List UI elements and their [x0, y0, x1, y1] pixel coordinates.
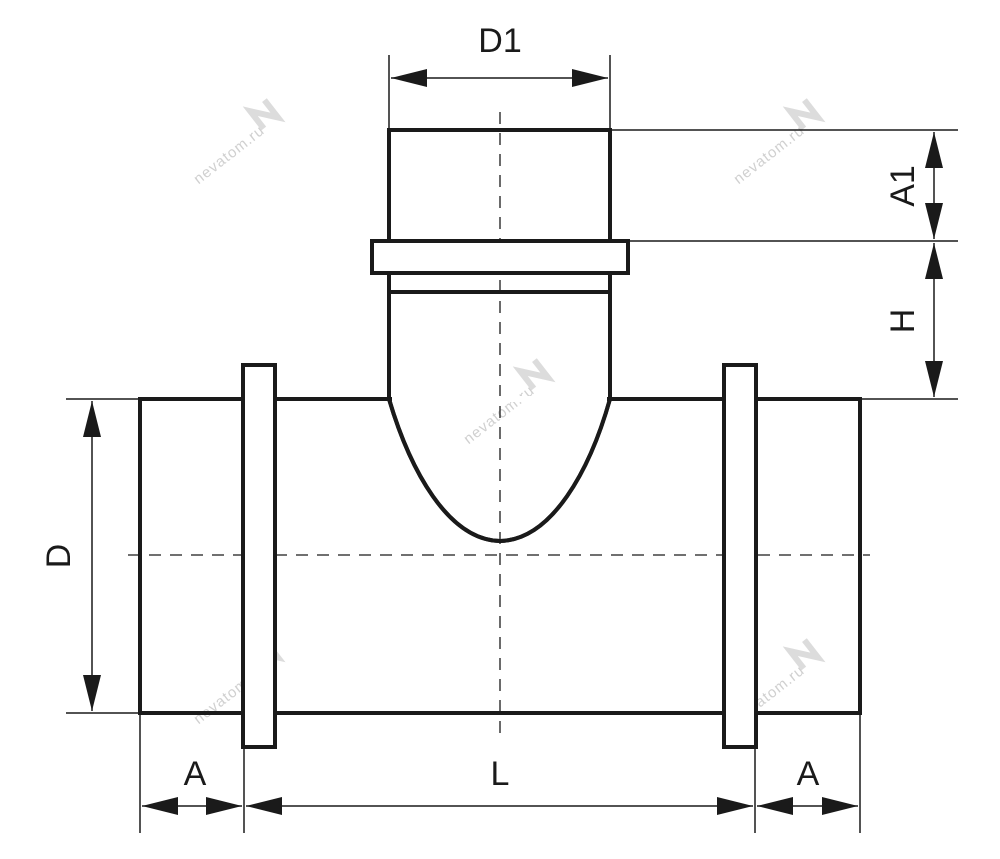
- arrowhead: [925, 243, 943, 279]
- label-h: H: [884, 309, 922, 334]
- watermark-3: nevatom.ru: [460, 358, 556, 448]
- left-flange: [241, 363, 277, 749]
- dimension-h: H: [862, 243, 958, 400]
- dimension-bottom: A L A: [139, 715, 861, 833]
- arrowhead: [391, 69, 427, 87]
- arrowhead: [925, 203, 943, 239]
- watermark-logo-icon: [242, 98, 286, 131]
- dimension-a1: A1: [612, 129, 958, 242]
- dimension-d: D: [40, 398, 138, 714]
- label-a-left: A: [184, 755, 207, 793]
- arrowhead: [572, 69, 608, 87]
- arrowhead: [142, 797, 178, 815]
- arrowhead: [925, 132, 943, 168]
- watermark-2: nevatom.ru: [730, 98, 826, 188]
- label-d: D: [40, 544, 78, 569]
- watermark-logo-icon: [782, 638, 826, 671]
- arrowhead: [206, 797, 242, 815]
- label-l: L: [491, 755, 510, 793]
- branch-saddle-edge: [387, 398, 612, 544]
- watermark-text: nevatom.ru: [460, 382, 537, 448]
- arrowhead: [83, 675, 101, 711]
- watermark-text: nevatom.ru: [730, 122, 807, 188]
- arrowhead: [246, 797, 282, 815]
- watermark-logo-icon: [782, 98, 826, 131]
- label-a1: A1: [884, 165, 922, 207]
- arrowhead: [925, 361, 943, 397]
- dimension-d1: D1: [388, 22, 611, 128]
- label-a-right: A: [797, 755, 820, 793]
- branch-flange: [370, 239, 630, 275]
- arrowhead: [757, 797, 793, 815]
- arrowhead: [717, 797, 753, 815]
- watermark-1: nevatom.ru: [190, 98, 286, 188]
- right-flange: [722, 363, 758, 749]
- watermark-text: nevatom.ru: [190, 122, 267, 188]
- label-d1: D1: [478, 22, 521, 60]
- arrowhead: [822, 797, 858, 815]
- arrowhead: [83, 401, 101, 437]
- watermark-logo-icon: [512, 358, 556, 391]
